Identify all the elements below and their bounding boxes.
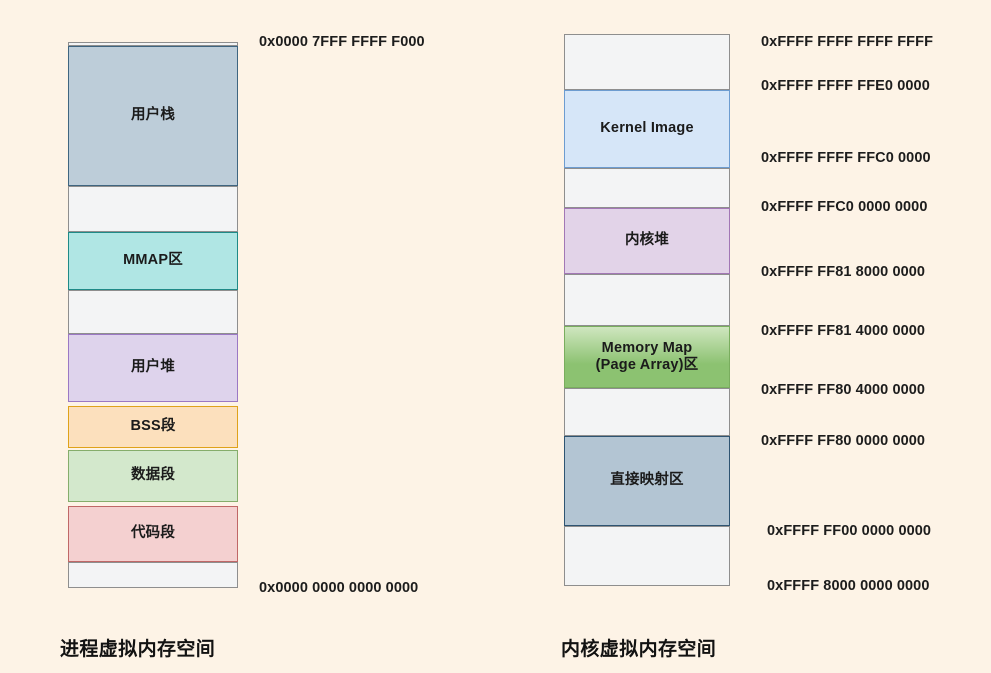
kernel-address-label: 0xFFFF FFC0 0000 0000 xyxy=(761,199,928,215)
kernel-address-label: 0xFFFF FF81 4000 0000 xyxy=(761,323,926,339)
kernel-memory-column: Kernel Image 内核堆 Memory Map (Page Array)区直… xyxy=(564,34,730,586)
kernel-block-直接映射区: 直接映射区 xyxy=(564,436,730,526)
block-label: MMAP区 xyxy=(123,252,183,269)
process-block-数据段: 数据段 xyxy=(68,450,238,502)
kernel-address-label: 0xFFFF 8000 0000 0000 xyxy=(767,578,930,594)
kernel-address-label: 0xFFFF FFFF FFC0 0000 xyxy=(761,150,931,166)
kernel-block-内核堆: 内核堆 xyxy=(564,208,730,274)
block-label: 内核堆 xyxy=(624,232,670,249)
kernel-address-label: 0xFFFF FF80 0000 0000 xyxy=(761,433,926,449)
process-block-MMAP区: MMAP区 xyxy=(68,232,238,290)
kernel-address-label: 0xFFFF FF81 8000 0000 xyxy=(761,264,926,280)
process-address-label: 0x0000 7FFF FFFF F000 xyxy=(259,34,425,50)
process-gap-block xyxy=(68,562,238,588)
block-label: BSS段 xyxy=(130,418,176,435)
kernel-block-Memory-Map--Page-Array-区: Memory Map (Page Array)区 xyxy=(564,326,730,388)
block-label: 用户堆 xyxy=(130,359,176,376)
block-label: 直接映射区 xyxy=(610,472,684,489)
kernel-address-label: 0xFFFF FFFF FFFF FFFF xyxy=(761,34,934,50)
process-block-BSS段: BSS段 xyxy=(68,406,238,448)
process-block-代码段: 代码段 xyxy=(68,506,238,562)
kernel-address-label: 0xFFFF FF00 0000 0000 xyxy=(767,523,932,539)
kernel-gap-block xyxy=(564,526,730,586)
process-block-用户堆: 用户堆 xyxy=(68,334,238,402)
kernel-gap-block xyxy=(564,388,730,436)
process-block-用户栈: 用户栈 xyxy=(68,46,238,186)
kernel-gap-block xyxy=(564,168,730,208)
block-label: 用户栈 xyxy=(130,107,176,124)
process-memory-column: 用户栈 MMAP区用户堆 BSS段数据段代码段 xyxy=(68,42,238,588)
process-space-caption: 进程虚拟内存空间 xyxy=(60,639,216,660)
kernel-gap-block xyxy=(564,34,730,90)
block-label: Memory Map (Page Array)区 xyxy=(595,339,699,373)
process-gap-block xyxy=(68,290,238,334)
kernel-address-label: 0xFFFF FFFF FFE0 0000 xyxy=(761,78,930,94)
block-label: 数据段 xyxy=(130,467,176,484)
kernel-space-caption: 内核虚拟内存空间 xyxy=(561,639,717,660)
kernel-gap-block xyxy=(564,274,730,326)
block-label: 代码段 xyxy=(130,525,176,542)
kernel-block-Kernel-Image: Kernel Image xyxy=(564,90,730,168)
block-label: Kernel Image xyxy=(600,120,694,137)
process-address-label: 0x0000 0000 0000 0000 xyxy=(259,580,419,596)
process-gap-block xyxy=(68,186,238,232)
kernel-address-label: 0xFFFF FF80 4000 0000 xyxy=(761,382,926,398)
process-gap-block xyxy=(68,42,238,46)
